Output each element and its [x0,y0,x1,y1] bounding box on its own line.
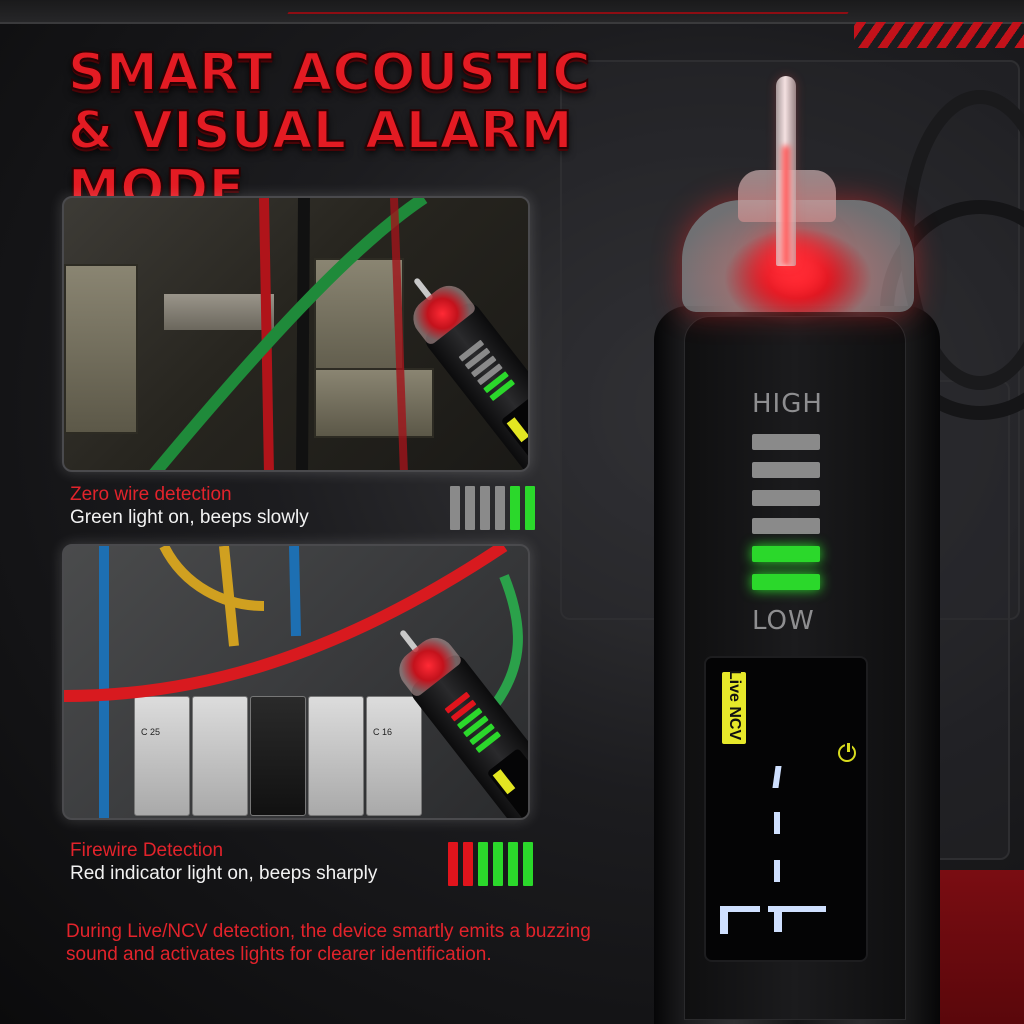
terminal-busbar [164,294,274,330]
display-segment [768,906,826,912]
indicator-bar [448,842,458,886]
indicator-bar [495,486,505,530]
pen-probe-glow [782,146,790,266]
zero-wire-caption: Zero wire detection Green light on, beep… [70,484,309,530]
pen-display: Live NCV [704,656,868,962]
indicator-bar [510,486,520,530]
level-led [752,518,820,534]
display-segment [774,906,782,932]
title-line-2: & Visual Alarm Mode [67,101,574,219]
terminal-bracket [314,368,434,438]
mode-tag: Live NCV [722,670,746,744]
display-segment [772,766,782,788]
breaker: C 25 [134,696,190,816]
indicator-bar [478,842,488,886]
display-segment [720,906,728,934]
top-accent-line [287,12,849,14]
indicator-bar [523,842,533,886]
indicator-bar [465,486,475,530]
indicator-bar [508,842,518,886]
indicator-bar [450,486,460,530]
page-title: Smart Acoustic & Visual Alarm Mode [67,43,668,219]
level-led [752,490,820,506]
voltage-tester-pen: HIGH LOW Live NCV [654,76,940,1024]
power-icon [838,741,856,762]
title-line-1: Smart Acoustic [67,43,592,103]
indicator-bar [493,842,503,886]
mode-tag-text: Live NCV [726,669,743,741]
display-segment [774,812,780,834]
breaker [250,696,306,816]
display-segment [720,906,760,912]
low-label: LOW [752,606,815,636]
indicator-bar [525,486,535,530]
high-label: HIGH [752,389,823,419]
firewire-indicator [448,842,533,886]
breaker: C 16 [366,696,422,816]
indicator-bar [463,842,473,886]
breaker [192,696,248,816]
level-led [752,462,820,478]
indicator-bar [480,486,490,530]
red-accent-block [936,870,1024,1024]
zero-wire-indicator [450,486,535,530]
footnote: During Live/NCV detection, the device sm… [66,921,591,965]
level-led [752,574,820,590]
zero-wire-heading: Zero wire detection [70,484,232,505]
zero-wire-photo [62,196,530,472]
top-accent-stripes [854,22,1024,48]
level-led [752,434,820,450]
firewire-heading: Firewire Detection [70,840,224,861]
firewire-photo: C 25 C 16 [62,544,530,820]
firewire-description: Red indicator light on, beeps sharply [70,863,378,884]
wires [149,198,428,470]
display-segment [774,860,780,882]
zero-wire-description: Green light on, beeps slowly [70,507,309,528]
breaker [308,696,364,816]
firewire-caption: Firewire Detection Red indicator light o… [70,840,377,886]
level-led [752,546,820,562]
wires [64,546,523,818]
terminal-bracket [64,264,138,434]
